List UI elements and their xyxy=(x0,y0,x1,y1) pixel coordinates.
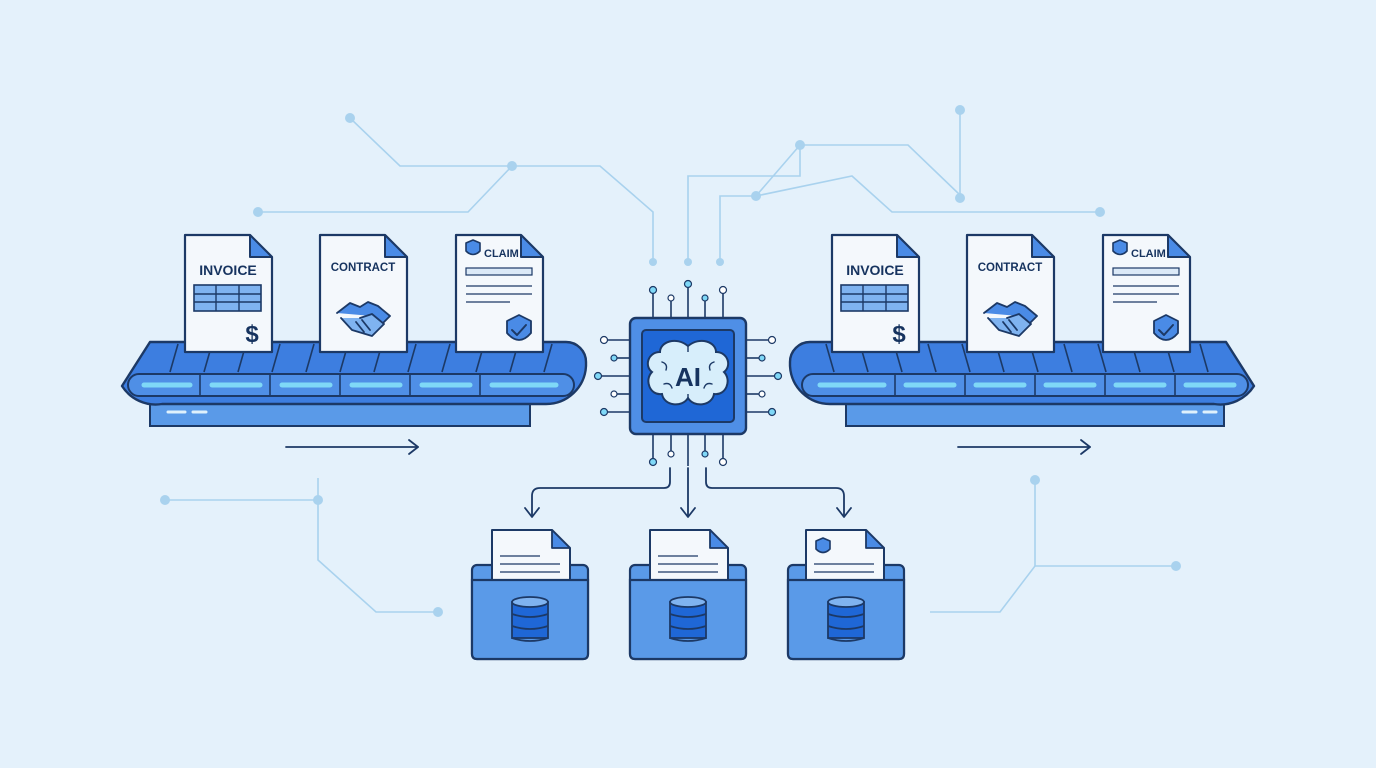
chip-pin-nodes xyxy=(593,279,783,467)
shield-icon xyxy=(815,537,831,554)
output-doc-invoice: INVOICE $ xyxy=(830,233,921,354)
handshake-icon xyxy=(336,301,391,337)
output-doc-contract: CONTRACT xyxy=(965,233,1056,354)
doc-title: INVOICE xyxy=(199,262,257,278)
chip-label: AI xyxy=(675,362,701,392)
doc-title: CLAIM xyxy=(1131,248,1166,260)
circuit-traces xyxy=(165,110,1176,613)
shield-icon xyxy=(465,239,481,256)
table-icon xyxy=(840,284,909,312)
database-icon xyxy=(511,596,549,642)
dollar-icon: $ xyxy=(245,321,259,348)
shield-check-icon xyxy=(1153,314,1179,341)
database-icon xyxy=(827,596,865,642)
ai-chip: AI xyxy=(593,279,783,467)
output-doc-claim: CLAIM xyxy=(1101,233,1192,354)
table-icon xyxy=(193,284,262,312)
dollar-icon: $ xyxy=(892,321,906,348)
input-conveyor-belt xyxy=(120,340,588,427)
input-doc-invoice: INVOICE $ xyxy=(183,233,274,354)
route-arrow-right xyxy=(705,467,845,517)
arrow-right-icon xyxy=(285,439,419,455)
handshake-icon xyxy=(983,301,1038,337)
circuit-nodes xyxy=(160,105,1181,617)
routing-arrows xyxy=(524,467,852,518)
shield-icon xyxy=(1112,239,1128,256)
folder-invoice xyxy=(470,529,590,661)
route-arrow-left xyxy=(531,467,671,517)
arrow-right-icon xyxy=(957,439,1091,455)
doc-title: CLAIM xyxy=(484,248,519,260)
doc-title: CONTRACT xyxy=(978,262,1043,274)
output-conveyor-belt xyxy=(788,340,1256,427)
input-doc-contract: CONTRACT xyxy=(318,233,409,354)
chip-pins xyxy=(600,286,776,466)
folder-contract xyxy=(628,529,748,661)
database-icon xyxy=(669,596,707,642)
brain-icon xyxy=(646,339,730,406)
doc-title: CONTRACT xyxy=(331,262,396,274)
doc-title: INVOICE xyxy=(846,262,904,278)
folder-claim xyxy=(786,529,906,661)
input-doc-claim: CLAIM xyxy=(454,233,545,354)
shield-check-icon xyxy=(506,314,532,341)
